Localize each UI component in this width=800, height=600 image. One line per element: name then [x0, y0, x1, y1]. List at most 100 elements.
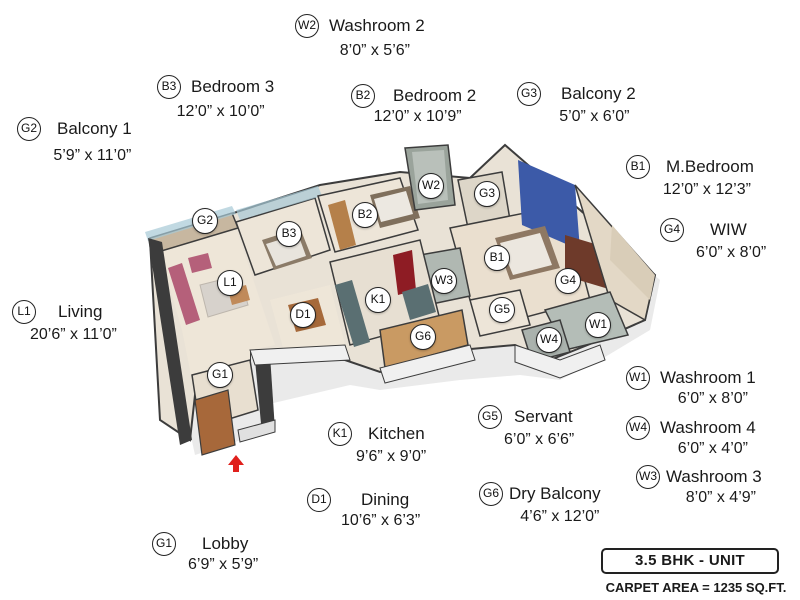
legend-mbedroom: B1 M.Bedroom 12’0” x 12’3” [626, 155, 754, 199]
legend-dims: 9’6” x 9’0” [356, 448, 427, 465]
legend-dims: 12’0” x 12’3” [662, 181, 751, 198]
legend-dims: 12’0” x 10’9” [373, 108, 462, 125]
legend-name: Dry Balcony [509, 484, 601, 503]
legend-name: Living [58, 302, 103, 321]
legend-badge: B1 [626, 155, 650, 179]
pin-g1: G1 [207, 362, 233, 388]
bedroom3-balcony-glass [236, 186, 322, 220]
legend-name: M.Bedroom [666, 157, 754, 176]
legend-kitchen: K1 Kitchen 9’6” x 9’0” [328, 422, 426, 466]
legend-badge: B3 [157, 75, 181, 99]
entry-door [194, 389, 236, 456]
bedroom2-bed-sheet [374, 191, 413, 222]
legend-badge: W3 [636, 465, 660, 489]
legend-dining: D1 Dining 10’6” x 6’3” [307, 488, 420, 530]
pin-w4: W4 [536, 327, 562, 353]
legend-dims: 8’0” x 4’9” [685, 489, 756, 506]
legend-washroom2: W2 Washroom 2 8’0” x 5’6” [295, 14, 425, 60]
lobby-outer-wall-2 [237, 419, 276, 443]
pin-b2: B2 [352, 202, 378, 228]
legend-dims: 20’6” x 11’0” [30, 326, 117, 343]
pin-g4: G4 [555, 268, 581, 294]
living-armchair [188, 253, 212, 273]
mbedroom-bed-sheet [500, 233, 552, 275]
legend-badge: G4 [660, 218, 684, 242]
pin-l1: L1 [217, 270, 243, 296]
legend-living: L1 Living 20’6” x 11’0” [12, 300, 117, 344]
legend-wiw: G4 WIW 6’0” x 8’0” [660, 218, 766, 262]
legend-dims: 5’0” x 6’0” [559, 108, 630, 125]
pin-w1: W1 [585, 312, 611, 338]
legend-name: WIW [710, 220, 747, 239]
bottom-wall-servant [514, 344, 606, 379]
legend-washroom3: W3 Washroom 3 8’0” x 4’9” [636, 465, 762, 507]
legend-name: Kitchen [368, 424, 425, 443]
kitchen-counter [335, 280, 370, 347]
wiw-glass [610, 225, 655, 300]
legend-bedroom2: B2 Bedroom 2 12’0” x 10’9” [351, 84, 476, 126]
pin-d1: D1 [290, 302, 316, 328]
unit-type-badge: 3.5 BHK - UNIT [601, 548, 779, 574]
legend-balcony1: G2 Balcony 1 5’9” x 11’0” [17, 117, 132, 165]
legend-dims: 6’0” x 8’0” [677, 390, 748, 407]
legend-badge: G2 [17, 117, 41, 141]
kitchen-fridge [393, 250, 416, 295]
pin-g5: G5 [489, 297, 515, 323]
legend-drybalcony: G6 Dry Balcony 4’6” x 12’0” [479, 482, 601, 526]
legend-name: Dining [361, 490, 410, 509]
legend-badge: W1 [626, 366, 650, 390]
carpet-area-label: CARPET AREA = 1235 SQ.FT. [605, 580, 787, 595]
legend-name: Washroom 1 [660, 368, 756, 387]
pin-w3: W3 [431, 268, 457, 294]
legend-name: Servant [514, 407, 573, 426]
legend-washroom1: W1 Washroom 1 6’0” x 8’0” [626, 366, 756, 408]
legend-badge: B2 [351, 84, 375, 108]
legend-name: Bedroom 2 [393, 86, 477, 105]
pin-b3: B3 [276, 221, 302, 247]
legend-name: Lobby [202, 534, 249, 553]
legend-badge: G1 [152, 532, 176, 556]
legend-dims: 8’0” x 5’6” [339, 42, 410, 59]
pin-g2: G2 [192, 208, 218, 234]
legend-bedroom3: B3 Bedroom 3 12’0” x 10’0” [157, 75, 274, 121]
legend-lobby: G1 Lobby 6’9” x 5’9” [152, 532, 258, 574]
legend-badge: K1 [328, 422, 352, 446]
legend-name: Washroom 2 [329, 16, 425, 35]
legend-dims: 12’0” x 10’0” [176, 103, 265, 120]
bottom-wall-dining [249, 344, 351, 366]
legend-badge: D1 [307, 488, 331, 512]
left-outer-wall [148, 238, 192, 445]
pin-g3: G3 [474, 181, 500, 207]
pin-k1: K1 [365, 287, 391, 313]
legend-badge: G5 [478, 405, 502, 429]
legend-dims: 10’6” x 6’3” [341, 512, 421, 529]
legend-name: Washroom 4 [660, 418, 756, 437]
legend-dims: 4’6” x 12’0” [520, 508, 600, 525]
legend-badge: G6 [479, 482, 503, 506]
legend-dims: 6’0” x 6’6” [504, 431, 575, 448]
mbedroom-accent-wall [518, 160, 580, 250]
legend-servant: G5 Servant 6’0” x 6’6” [478, 405, 574, 449]
bedroom2-wardrobe [328, 200, 356, 250]
entry-arrow [228, 455, 244, 472]
legend-balcony2: G3 Balcony 2 5’0” x 6’0” [517, 82, 636, 126]
legend-name: Bedroom 3 [191, 77, 275, 96]
legend-dims: 6’9” x 5’9” [188, 556, 259, 573]
legend-washroom4: W4 Washroom 4 6’0” x 4’0” [626, 416, 756, 458]
legend-dims: 6’0” x 4’0” [677, 440, 748, 457]
legend-badge: W4 [626, 416, 650, 440]
legend-name: Balcony 1 [57, 119, 132, 138]
lobby-outer-wall [255, 355, 275, 434]
legend-dims: 6’0” x 8’0” [696, 244, 767, 261]
living-sofa [168, 263, 200, 325]
legend-badge: L1 [12, 300, 36, 324]
pin-b1: B1 [484, 245, 510, 271]
legend-badge: W2 [295, 14, 319, 38]
pin-w2: W2 [418, 173, 444, 199]
legend-badge: G3 [517, 82, 541, 106]
kitchen-counter-2 [402, 284, 436, 320]
legend-name: Balcony 2 [561, 84, 636, 103]
pin-g6: G6 [410, 324, 436, 350]
legend-dims: 5’9” x 11’0” [53, 147, 132, 164]
